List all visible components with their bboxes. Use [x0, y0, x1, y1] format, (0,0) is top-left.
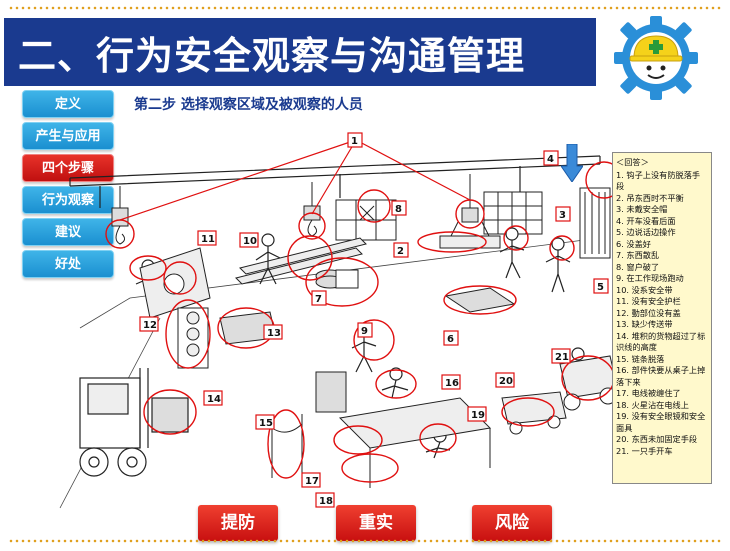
crane-hook-left — [111, 186, 129, 245]
hazard-marker-1: 1 — [347, 132, 363, 148]
answer-item: 17. 电线被缠住了 — [616, 388, 681, 398]
hazard-marker-3: 3 — [555, 206, 571, 222]
nav-item-behavior-observation[interactable]: 行为观察 — [22, 186, 114, 214]
hazard-marker-6: 6 — [443, 330, 459, 346]
answer-header: ＜回答＞ — [616, 157, 649, 167]
press-machine — [139, 247, 211, 369]
top-dotted-border — [8, 6, 722, 10]
answer-item: 14. 堆积的货物超过了标识线的高度 — [616, 330, 706, 353]
hazard-marker-label: 9 — [361, 326, 368, 337]
bottom-dotted-border — [8, 539, 722, 543]
window-right — [483, 191, 543, 235]
answer-item: 8. 窗户破了 — [616, 261, 660, 272]
answer-item: 6. 没盖好 — [616, 238, 651, 249]
answer-item: 1. 钩子上没有防脱落手段 — [616, 169, 701, 192]
hazard-marker-17: 17 — [301, 472, 321, 488]
page-title-text: 二、行为安全观察与沟通管理 — [18, 33, 526, 78]
nav-item-benefits[interactable]: 好处 — [22, 250, 114, 278]
hazard-marker-16: 16 — [441, 374, 461, 390]
hazard-marker-label: 13 — [267, 328, 281, 339]
hazard-marker-12: 12 — [139, 316, 159, 332]
hazard-marker-label: 18 — [319, 496, 333, 507]
forklift — [79, 368, 189, 477]
hazard-marker-label: 1 — [351, 136, 358, 147]
hazard-marker-18: 18 — [315, 492, 335, 508]
answer-item: 20. 东西未加固定手段 — [616, 434, 698, 444]
hazard-marker-label: 6 — [447, 334, 454, 345]
step-title: 第二步 选择观察区域及被观察的人员 — [134, 97, 363, 113]
answer-item: 16. 部件快要从桌子上掉落下来 — [616, 365, 706, 387]
hazard-marker-20: 20 — [495, 372, 515, 388]
hazard-marker-21: 21 — [551, 348, 571, 364]
hazard-marker-label: 7 — [315, 294, 322, 305]
page-title: 二、行为安全观察与沟通管理 — [4, 18, 596, 86]
answer-item: 3. 未戴安全帽 — [616, 204, 668, 214]
answer-item: 4. 开车没看后面 — [616, 215, 676, 226]
nav-item-definition[interactable]: 定义 — [22, 90, 114, 118]
hazard-marker-label: 2 — [397, 246, 404, 257]
hazard-marker-2: 2 — [393, 242, 409, 258]
answer-item: 12. 動部位没有盖 — [616, 307, 681, 318]
hazard-marker-label: 4 — [547, 154, 554, 165]
hazard-marker-15: 15 — [255, 414, 275, 430]
answer-item: 11. 没有安全护栏 — [616, 296, 681, 306]
hazard-marker-14: 14 — [203, 390, 223, 406]
answer-item: 18. 火星沾在电线上 — [616, 399, 689, 410]
chain-post — [271, 414, 303, 478]
pipe-stack — [235, 237, 367, 285]
hazard-marker-5: 5 — [593, 278, 609, 294]
side-nav: 定义 产生与应用 四个步骤 行为观察 建议 好处 — [22, 90, 114, 282]
nav-item-origin[interactable]: 产生与应用 — [22, 122, 114, 150]
answer-item: 5. 边说话边操作 — [616, 227, 676, 237]
hazard-marker-label: 17 — [305, 476, 319, 487]
hazard-marker-label: 21 — [555, 352, 569, 363]
box — [335, 269, 359, 289]
emphasize-facts-button[interactable]: 重实 — [336, 505, 416, 541]
hazard-marker-label: 19 — [471, 410, 485, 421]
answer-item: 13. 缺少传送带 — [616, 319, 673, 329]
safety-helmet-logo-icon — [614, 16, 698, 100]
workstation — [315, 371, 492, 488]
hazard-marker-label: 16 — [445, 378, 459, 389]
hazard-marker-19: 19 — [467, 406, 487, 422]
answer-item: 19. 没有安全眼镜和安全面具 — [616, 411, 706, 433]
hazard-circles — [105, 161, 620, 483]
hazard-marker-13: 13 — [263, 324, 283, 340]
risk-button[interactable]: 风险 — [472, 505, 552, 541]
hazard-marker-label: 10 — [243, 236, 257, 247]
hazard-marker-7: 7 — [311, 290, 327, 306]
crane-hook-center — [303, 182, 321, 237]
hazard-marker-label: 5 — [597, 282, 604, 293]
window-left — [335, 199, 397, 241]
answer-item: 21. 一只手开车 — [616, 445, 673, 456]
hazard-marker-label: 14 — [207, 394, 221, 405]
answer-item: 15. 链条脱落 — [616, 353, 665, 364]
hazard-marker-9: 9 — [357, 322, 373, 338]
hazard-marker-8: 8 — [391, 200, 407, 216]
answer-item: 9. 在工作现场跑动 — [616, 273, 684, 283]
beware-button[interactable]: 提防 — [198, 505, 278, 541]
hazard-marker-label: 11 — [201, 234, 215, 245]
hazard-marker-label: 15 — [259, 418, 273, 429]
hazard-marker-10: 10 — [239, 232, 259, 248]
door-right — [579, 187, 611, 259]
nav-item-suggestions[interactable]: 建议 — [22, 218, 114, 246]
answer-item: 7. 东西散乱 — [616, 250, 660, 260]
hazard-marker-label: 3 — [559, 210, 566, 221]
marker-1-lines — [119, 139, 471, 221]
hazard-marker-11: 11 — [197, 230, 217, 246]
answer-item: 10. 没系安全带 — [616, 284, 673, 295]
answer-item: 2. 吊东西时不平衡 — [616, 192, 684, 203]
down-arrow-icon — [561, 144, 583, 182]
hazard-marker-4: 4 — [543, 150, 559, 166]
hazard-marker-label: 12 — [143, 320, 157, 331]
hazard-marker-label: 20 — [499, 376, 513, 387]
floor-cover — [444, 287, 516, 313]
hazard-marker-label: 8 — [395, 204, 402, 215]
